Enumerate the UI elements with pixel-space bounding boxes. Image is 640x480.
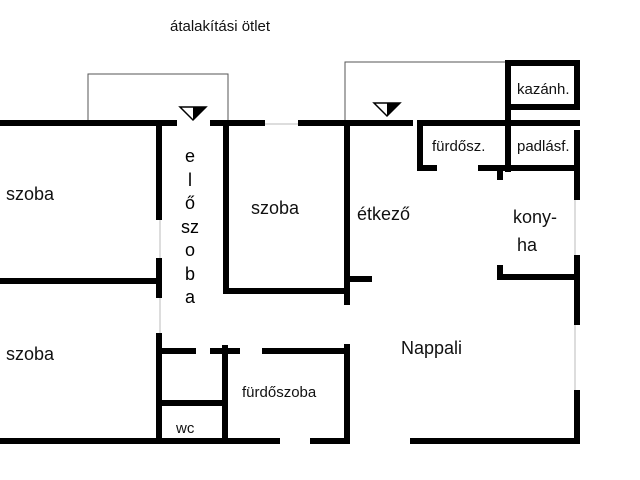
room-konyha-line2: ha — [517, 235, 538, 255]
room-etkezo: étkező — [357, 204, 411, 224]
room-furdo-small: fürdősz. — [432, 138, 486, 155]
eloszoba-letter: b — [184, 263, 195, 284]
room-konyha-line1: kony- — [513, 207, 558, 227]
plan-title: átalakítási ötlet — [170, 18, 271, 35]
eloszoba-letter: e — [184, 146, 195, 166]
terrace-right-outline — [344, 61, 508, 122]
room-furdoszoba: fürdőszoba — [242, 384, 317, 401]
eloszoba-letter: l — [188, 169, 192, 190]
eloszoba-letter: ő — [184, 193, 195, 213]
room-padlas: padlásf. — [517, 138, 570, 155]
entrance-markers — [178, 102, 402, 122]
room-eloszoba: e l ő sz o b a — [181, 145, 199, 310]
room-kazanhaz: kazánh. — [517, 81, 570, 98]
terrace-outlines — [87, 61, 508, 122]
room-szoba-bottom-left: szoba — [6, 344, 55, 364]
room-szoba-middle: szoba — [251, 198, 300, 218]
terrace-left-outline — [87, 73, 229, 122]
eloszoba-letter: sz — [181, 216, 199, 237]
room-szoba-top-left: szoba — [6, 184, 55, 204]
eloszoba-letter: o — [184, 240, 195, 260]
room-wc: wc — [176, 420, 195, 437]
eloszoba-letter: a — [184, 287, 195, 307]
room-nappali: Nappali — [401, 338, 463, 358]
walls — [0, 60, 580, 444]
